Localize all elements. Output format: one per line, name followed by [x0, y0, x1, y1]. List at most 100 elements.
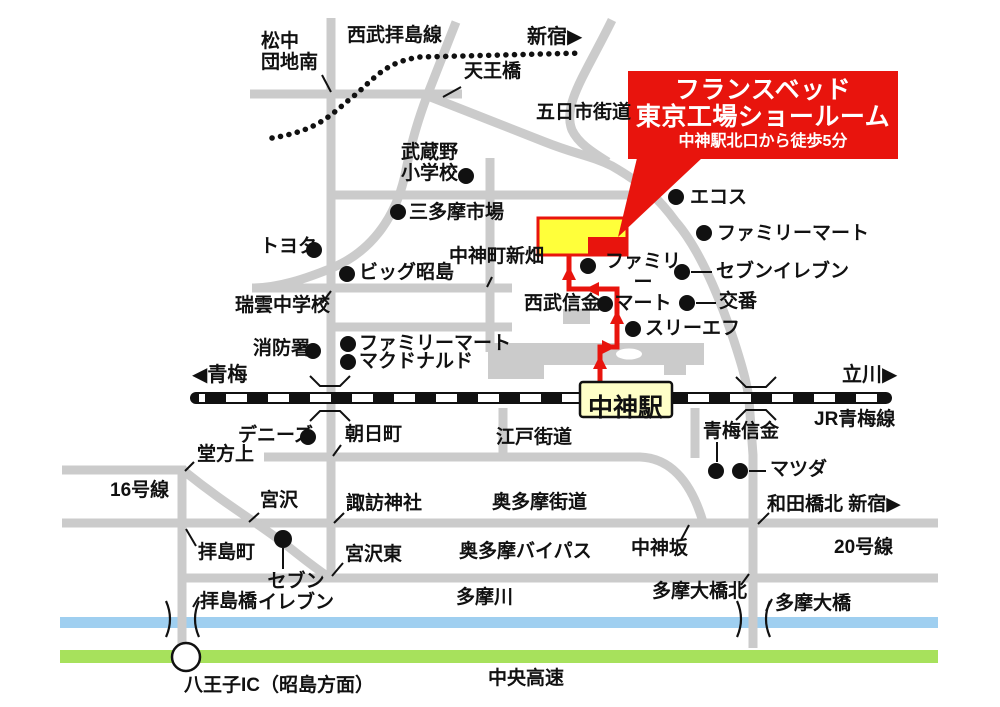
label-musashino-elementary: 武蔵野 小学校 [401, 142, 459, 184]
station-box [578, 380, 674, 419]
poi-dot-mcdonalds [340, 354, 356, 370]
tick-tama-ohashi-kita [740, 573, 750, 586]
poi-dot-big-akishima [339, 266, 355, 282]
crossing-mark-left-bottom [309, 410, 351, 422]
haijimabashi-mark-right [193, 600, 201, 638]
tick-niihata [486, 276, 493, 288]
label-okutama-bypass: 奥多摩バイパス [459, 541, 592, 562]
label-familymart-center: ファミリー マート [604, 251, 681, 314]
tick-haijimacho [185, 528, 197, 547]
label-big-akishima: ビッグ昭島 [359, 262, 455, 283]
tamagawa-river-band [60, 617, 938, 628]
showroom-banner: フランスベッド 東京工場ショールーム 中神駅北口から徒歩5分 [628, 71, 898, 159]
route-arrow-up-2 [610, 310, 624, 324]
poi-dot-santama-ichiba [390, 204, 406, 220]
label-haijimabashi: 拝島橋 [200, 591, 258, 612]
label-familymart-ne: ファミリーマート [717, 223, 870, 244]
label-seibu-shinkin: 西武信金 [524, 293, 601, 314]
crossing-mark-right-top [735, 376, 777, 388]
tick-tennobashi [442, 86, 462, 98]
tick-nakagami-saka [680, 524, 690, 541]
showroom-building-red-section [588, 237, 627, 255]
tick-haijimabashi [192, 596, 200, 608]
label-edo-kaido: 江戸街道 [496, 427, 573, 448]
label-suwa-jinja: 諏訪神社 [346, 493, 423, 514]
crossing-marks [309, 375, 777, 422]
label-dogatakami: 堂方上 [197, 444, 255, 465]
poi-dot-ecos [668, 189, 684, 205]
poi-dot-toyota [306, 242, 322, 258]
label-dir-oume: ◀青梅 [192, 364, 248, 386]
poi-dot-dennys [300, 429, 316, 445]
station-plaza [488, 309, 704, 379]
label-koban: 交番 [719, 291, 758, 312]
road-upper-branch [565, 18, 617, 166]
label-jr-oume-line: JR青梅線 [814, 409, 896, 430]
label-nakagami-saka: 中神坂 [631, 538, 689, 559]
plaza-block-se [664, 357, 686, 375]
poi-dots [274, 168, 748, 548]
tick-tama-ohashi [765, 598, 773, 612]
label-miyazawa: 宮沢 [260, 490, 299, 511]
tick-miyazawa [248, 512, 260, 523]
banner-line3: 中神駅北口から徒歩5分 [678, 133, 848, 150]
poi-dot-familymart-w [340, 336, 356, 352]
tick-suwa [333, 512, 345, 524]
label-ticks [184, 74, 773, 612]
label-familymart-w: ファミリーマート [359, 333, 512, 354]
label-zuiun-junior-high: 瑞雲中学校 [235, 295, 331, 316]
label-mazda: マツダ [770, 459, 828, 480]
crossing-mark-left-top [309, 375, 351, 387]
road-tennobashi-diagonal [251, 20, 461, 293]
poi-dot-fire-station [305, 343, 321, 359]
route-arrow-left [585, 282, 599, 296]
tick-dogatakami [184, 461, 195, 472]
label-dir-shinjuku-top: 新宿▶ [527, 26, 583, 48]
poi-dot-familymart-center [580, 258, 596, 274]
label-okutama-kaido: 奥多摩街道 [492, 492, 588, 513]
label-oume-shinkin: 青梅信金 [703, 421, 780, 442]
label-haijimacho: 拝島町 [198, 542, 256, 563]
route-arrow-up-3 [562, 266, 576, 280]
poi-dot-koban [679, 295, 695, 311]
tick-matsunaka [321, 74, 332, 93]
label-santama-ichiba: 三多摩市場 [409, 202, 505, 223]
haijimabashi-mark-left [164, 600, 172, 638]
tick-asahicho [332, 444, 342, 457]
label-wadabashi-kita: 和田橋北 新宿▶ [767, 494, 901, 515]
label-ecos: エコス [690, 187, 748, 208]
route-arrow-up-1 [593, 355, 607, 369]
route-arrows [562, 266, 624, 369]
poi-dot-familymart-ne [696, 225, 712, 241]
showroom-building [536, 216, 629, 257]
label-miyazawa-higashi: 宮沢東 [345, 544, 403, 565]
station-name: 中神駅 [587, 394, 663, 422]
tick-wadabashi [757, 512, 770, 525]
label-toyota: トヨタ [260, 236, 318, 257]
road-edo-kaido [264, 452, 708, 524]
label-three-f: スリーエフ [645, 318, 741, 339]
chuo-expressway-band [60, 650, 938, 663]
label-tama-ohashi-kita: 多摩大橋北 [652, 581, 748, 602]
label-matsunaka-danchi-minami: 松中 団地南 [261, 31, 319, 73]
poi-dot-seibu-shinkin [597, 296, 613, 312]
route-arrow-right [602, 340, 616, 354]
plaza-block-west [488, 343, 544, 379]
banner-line1: フランスベッド [674, 76, 852, 104]
road-itsukaichi-curve-route20 [426, 91, 758, 648]
label-dennys: デニーズ [238, 425, 314, 446]
plaza-rotary [616, 348, 642, 360]
label-route20: 20号線 [834, 537, 894, 558]
hachioji-ic-circle [170, 641, 202, 673]
label-chuo-expressway: 中央高速 [488, 668, 565, 689]
poi-dot-seven-eleven-e [674, 264, 690, 280]
seibu-haijima-dotted-line [269, 50, 586, 141]
label-seven-eleven-s: セブン イレブン [258, 571, 335, 613]
crossing-mark-right-bottom [735, 409, 777, 421]
label-hachioji-ic: 八王子IC（昭島方面） [184, 675, 375, 696]
roads-layer [62, 18, 938, 652]
label-dir-tachikawa: 立川▶ [842, 364, 898, 386]
banner-line2: 東京工場ショールーム [635, 103, 891, 131]
poi-dot-oume-shinkin [708, 463, 724, 479]
